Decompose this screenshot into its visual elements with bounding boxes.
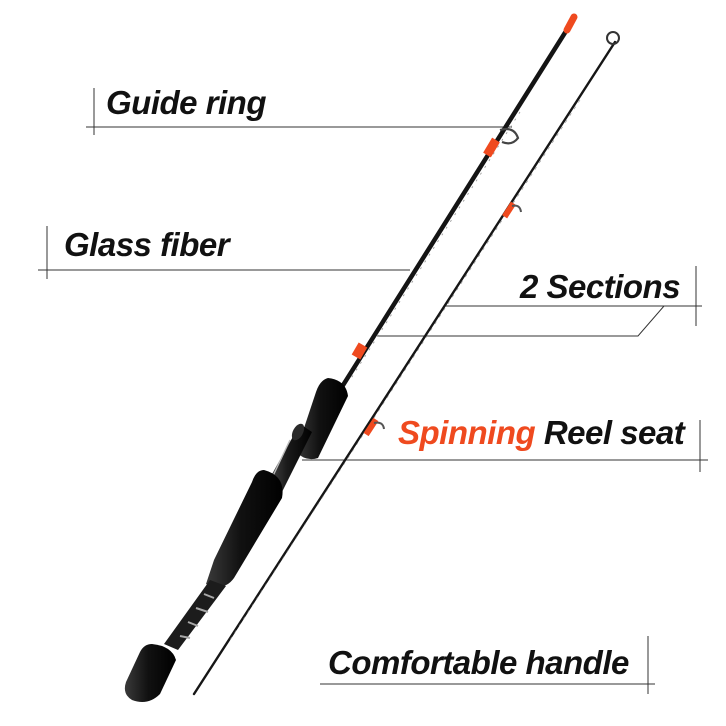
fore-grip (296, 378, 348, 460)
tip-guide-ring-icon (502, 201, 522, 219)
glass-fiber-label: Glass fiber (64, 226, 230, 263)
ferrule-wrap (351, 342, 368, 360)
reel-seat-accent-text: Spinning (398, 414, 536, 451)
tip-top-guide-icon (606, 31, 620, 45)
lower-guide-ring-icon (363, 417, 385, 437)
guide-ring-label: Guide ring (106, 84, 267, 121)
reel-seat-text: Reel seat (543, 414, 685, 451)
guide-ring-icon (483, 127, 520, 158)
handle-label: Comfortable handle (328, 644, 629, 681)
reel-seat-label: Spinning Reel seat (398, 414, 685, 451)
rod-tip-section (192, 31, 620, 696)
sections-callout-bend (377, 305, 696, 337)
butt-cap (124, 644, 176, 702)
rod-tip-cap (563, 13, 578, 34)
callout-lines (38, 88, 708, 694)
sections-label: 2 Sections (520, 268, 681, 305)
butt-blank (164, 580, 226, 650)
rear-grip (206, 470, 283, 587)
rod-butt-section (124, 13, 578, 702)
